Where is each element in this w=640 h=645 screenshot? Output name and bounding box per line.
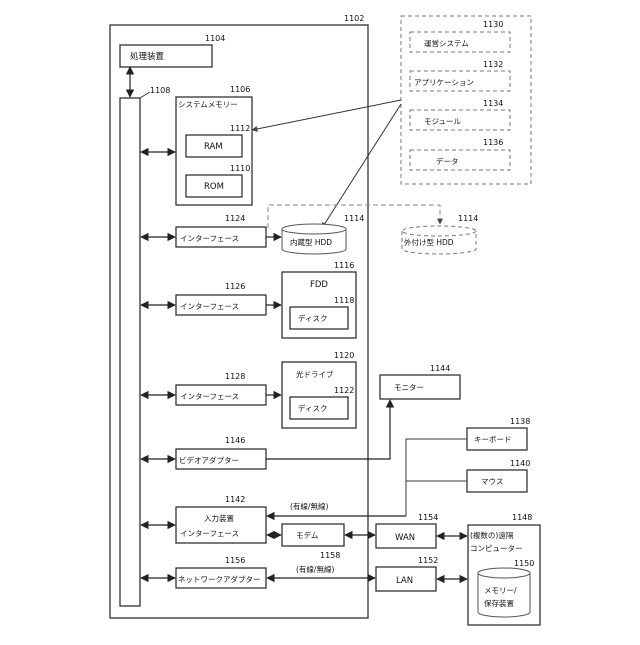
memory-storage-cylinder — [478, 573, 530, 617]
if-hdd-label: インターフェース — [180, 234, 239, 243]
lan-block: LAN 1152 — [376, 556, 467, 591]
ref-processor: 1104 — [205, 34, 225, 43]
remote-label-1: (複数の)遠隔 — [470, 530, 514, 540]
ref-disk-fdd: 1118 — [334, 296, 354, 305]
ref-if-optical: 1128 — [225, 372, 245, 381]
video-adapter-label: ビデオアダプター — [179, 455, 239, 465]
ref-rom: 1110 — [230, 164, 250, 173]
if-fdd-label: インターフェース — [180, 302, 239, 311]
ref-remote-computers: 1148 — [512, 513, 532, 522]
data-label: データ — [436, 156, 459, 166]
ref-modules: 1134 — [483, 99, 503, 108]
ref-apps: 1132 — [483, 60, 503, 69]
optical-disk-label: ディスク — [298, 403, 327, 413]
monitor-label: モニター — [394, 383, 424, 392]
ref-network-adapter: 1156 — [225, 556, 245, 565]
ref-optical-drive: 1120 — [334, 351, 354, 360]
input-device-label-1: 入力装置 — [204, 513, 234, 523]
lan-label: LAN — [396, 576, 413, 586]
keyboard-label: キーボード — [474, 435, 512, 444]
ref-disk-optical: 1122 — [334, 386, 354, 395]
processor-label: 処理装置 — [130, 51, 165, 62]
wan-block: WAN 1154 — [376, 513, 467, 548]
rom-label: ROM — [204, 182, 224, 192]
ref-hdd-internal: 1114 — [344, 214, 364, 223]
bus-bar — [120, 98, 140, 606]
ref-video-adapter: 1146 — [225, 436, 245, 445]
hdd-external-label: 外付け型 HDD — [404, 237, 454, 247]
ref-wan: 1154 — [418, 513, 438, 522]
keyboard-link — [406, 439, 467, 516]
optical-drive-label: 光ドライブ — [296, 369, 334, 379]
apps-label: アプリケーション — [414, 78, 474, 87]
network-adapter-label: ネットワークアダプター — [178, 574, 261, 584]
mouse-label: マウス — [481, 477, 504, 486]
modules-label: モジュール — [424, 117, 461, 126]
ref-monitor: 1144 — [430, 364, 450, 373]
memory-label-1: メモリー/ — [484, 586, 517, 595]
fdd-disk-label: ディスク — [298, 313, 327, 323]
ram-label: RAM — [204, 142, 223, 152]
hdd-external-top — [402, 226, 476, 236]
ref-lan: 1152 — [418, 556, 438, 565]
system-memory-label: システムメモリー — [178, 100, 238, 109]
ref-mouse: 1140 — [510, 459, 530, 468]
wan-label: WAN — [395, 533, 415, 543]
input-devices: キーボード 1138 マウス 1140 — [406, 417, 530, 516]
ref-data: 1136 — [483, 138, 503, 147]
fdd-label: FDD — [310, 280, 328, 290]
ref-if-fdd: 1126 — [225, 282, 245, 291]
ref-os: 1130 — [483, 20, 503, 29]
ref-modem: 1158 — [320, 551, 340, 560]
remote-label-2: コンピューター — [470, 544, 523, 553]
input-device-label-2: インターフェース — [180, 529, 239, 538]
hdd-internal-label: 内蔵型 HDD — [290, 237, 332, 247]
if-optical-label: インターフェース — [180, 392, 239, 401]
memory-label-2: 保存装置 — [484, 598, 514, 608]
data-box — [410, 150, 510, 170]
ref-memory-storage: 1150 — [514, 559, 534, 568]
wired-wireless-label-1: (有線/無線) — [290, 501, 328, 511]
hdd-internal-top — [282, 224, 346, 234]
monitor-block: モニター 1144 — [380, 364, 460, 399]
ref-fdd: 1116 — [334, 261, 354, 270]
remote-computers-block: (複数の)遠隔 コンピューター 1148 メモリー/ 保存装置 1150 — [468, 513, 540, 625]
os-label: 運営システム — [424, 38, 469, 48]
ref-ram: 1112 — [230, 124, 250, 133]
ref-system-memory: 1106 — [230, 85, 250, 94]
modem-label: モデム — [296, 530, 318, 540]
memory-storage-top — [478, 568, 530, 578]
ref-input-device-if: 1142 — [225, 495, 245, 504]
ref-keyboard: 1138 — [510, 417, 530, 426]
ref-bus: 1108 — [150, 86, 170, 95]
ref-hdd-external: 1114 — [458, 214, 478, 223]
ref-computer: 1102 — [344, 14, 364, 23]
ref-if-hdd: 1124 — [225, 214, 245, 223]
wired-wireless-label-2: (有線/無線) — [296, 564, 334, 574]
